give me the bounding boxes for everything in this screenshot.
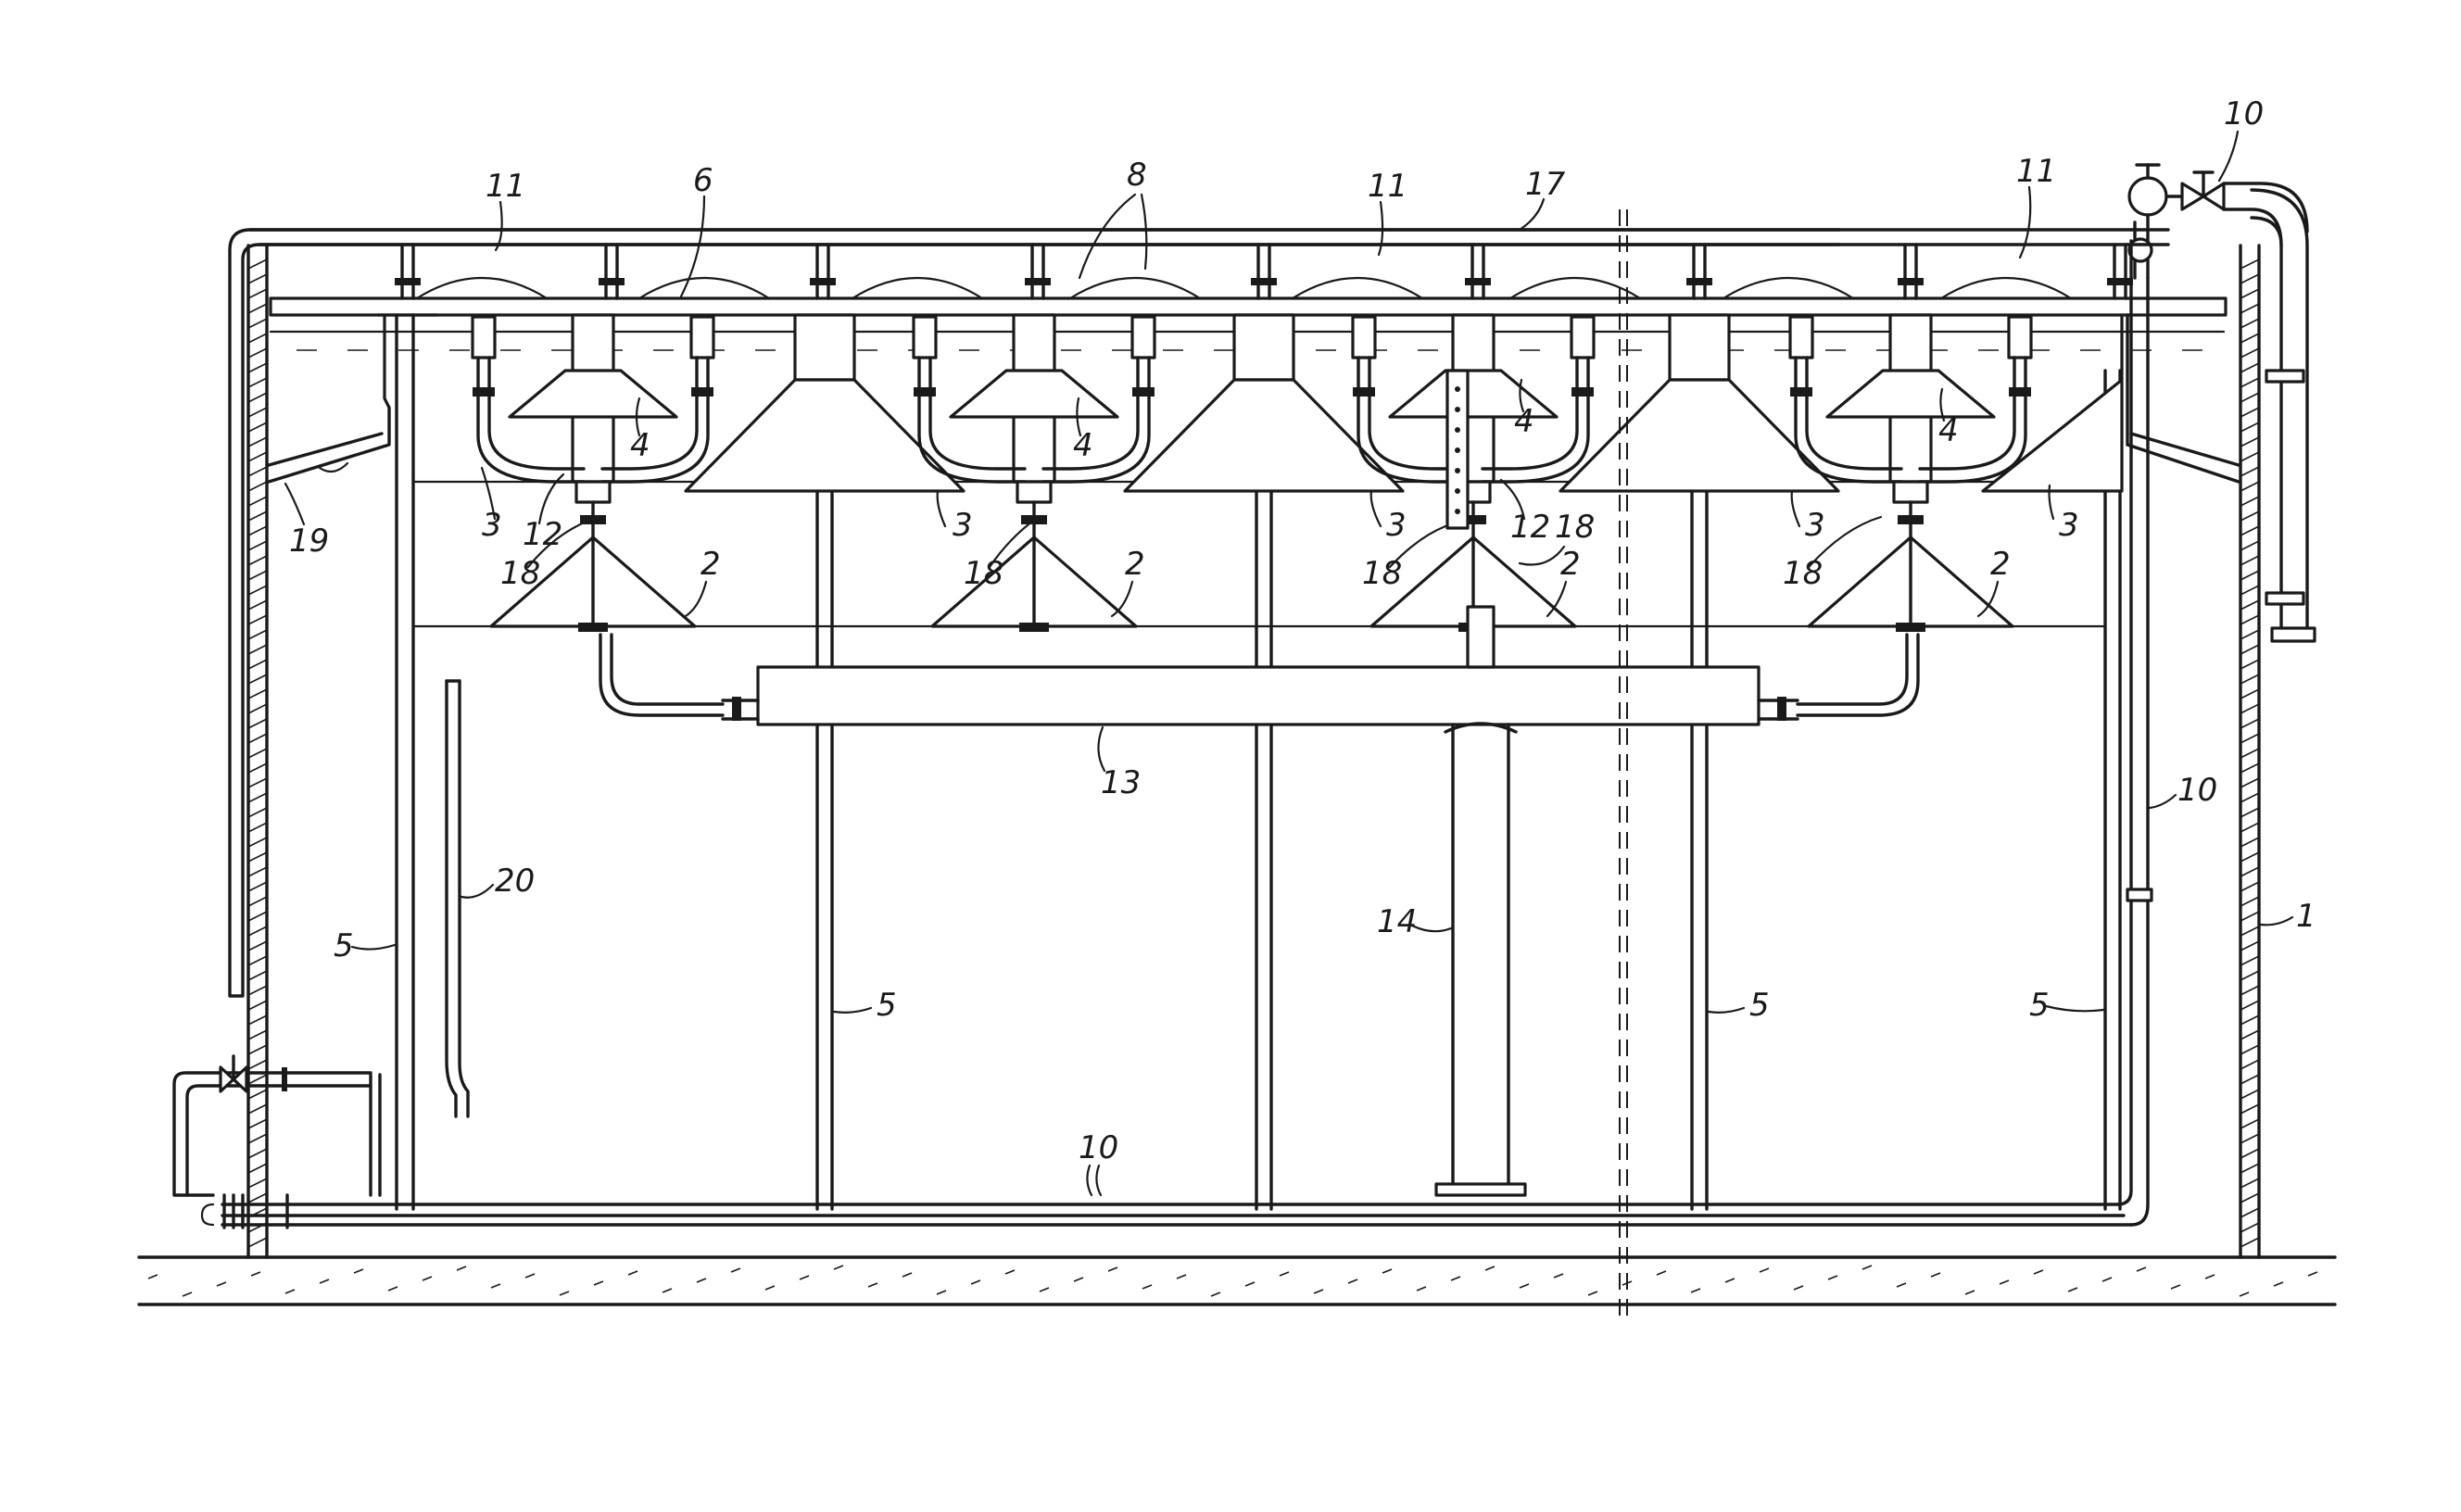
hangers [395,243,2133,300]
label-20: 20 [495,863,535,900]
label-11-a: 11 [486,168,525,205]
label-14: 14 [1377,903,1417,940]
label-5-d: 5 [2029,987,2050,1024]
label-15: 17 [1525,166,1566,203]
riser-14 [1434,605,1527,1197]
tank-wall-right [2239,244,2261,1259]
left-inlet-valve [172,1054,382,1197]
label-13: 13 [1101,764,1141,801]
label-4-b: 4 [1073,427,1093,464]
label-10-right: 10 [2177,772,2217,809]
top-pipe-15 [248,228,2133,246]
label-3-d: 3 [1805,507,1825,544]
label-1: 1 [2296,898,2316,935]
label-5-b: 5 [877,987,897,1024]
label-2-a: 2 [700,546,721,583]
label-10-top: 10 [2224,95,2264,132]
label-17-d: 18 [1783,555,1823,592]
label-8: 8 [1127,157,1147,194]
outer-left-pipe [228,228,1841,998]
label-18: 18 [1555,509,1595,546]
tank-wall-left [246,244,269,1259]
upper-funnels [376,313,2124,539]
section-line [1619,209,1628,1316]
outer-right-pipe [2250,188,2316,643]
label-12-a: 12 [523,516,562,553]
label-11-b: 11 [1368,168,1407,205]
label-5-c: 5 [1749,987,1770,1024]
label-3-e: 3 [2059,507,2079,544]
support-columns-5 [395,313,2122,1211]
ground-slab [137,1255,2337,1306]
top-right-valve-assembly [2127,163,2309,280]
label-2-c: 2 [1560,546,1581,583]
skirt-19 [267,313,2240,484]
label-3-c: 3 [1386,507,1407,544]
label-4-c: 4 [1514,403,1534,440]
pipe-20 [445,679,470,1118]
callouts: 11 6 8 11 17 11 10 19 12 18 3 4 2 3 18 4… [284,95,2316,1197]
label-2-b: 2 [1125,546,1145,583]
label-4-a: 4 [630,427,650,464]
label-3-a: 3 [482,507,502,544]
manifold-13 [599,633,1920,726]
label-11-c: 11 [2016,153,2056,190]
top-beam-6 [269,296,2228,317]
label-10-bottom: 10 [1079,1129,1118,1166]
label-12-b: 12 [1510,509,1550,546]
label-19: 19 [289,523,329,560]
label-6: 6 [693,162,713,199]
bottom-pipe-10 [200,239,2153,1229]
label-4-d: 4 [1938,412,1959,449]
label-5-a: 5 [334,927,354,964]
label-17-b: 18 [964,555,1003,592]
label-2-d: 2 [1990,546,2011,583]
dome-covers-8 [415,277,2073,300]
label-3-b: 3 [953,507,973,544]
